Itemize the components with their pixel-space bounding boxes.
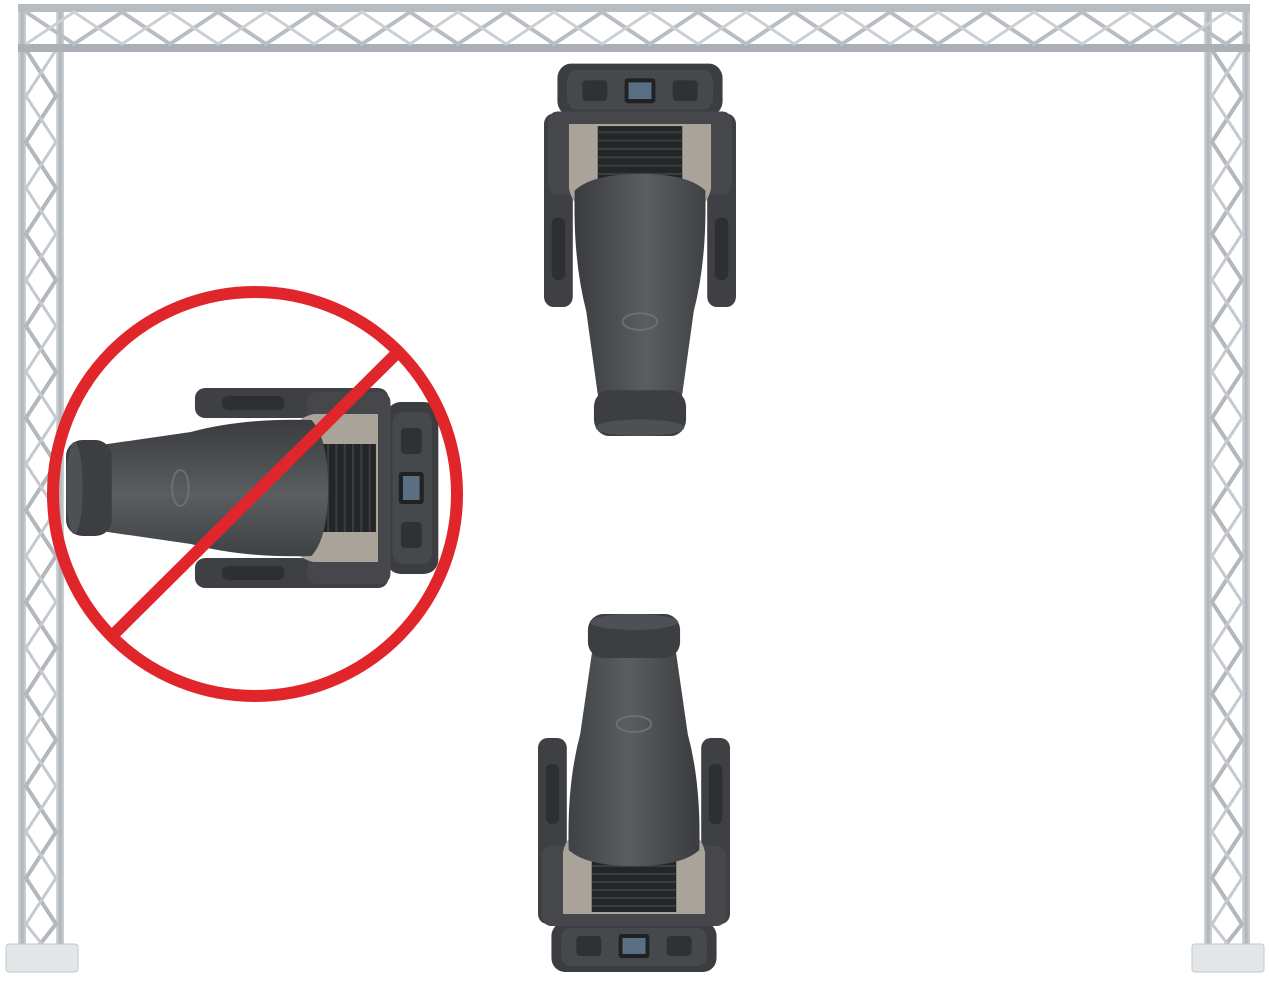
moving-head-sideways	[66, 388, 438, 588]
moving-head-hanging	[544, 64, 736, 436]
top-truss-beam	[18, 4, 1250, 52]
right-truss-tower	[1192, 6, 1264, 972]
moving-head-standing	[538, 614, 730, 972]
